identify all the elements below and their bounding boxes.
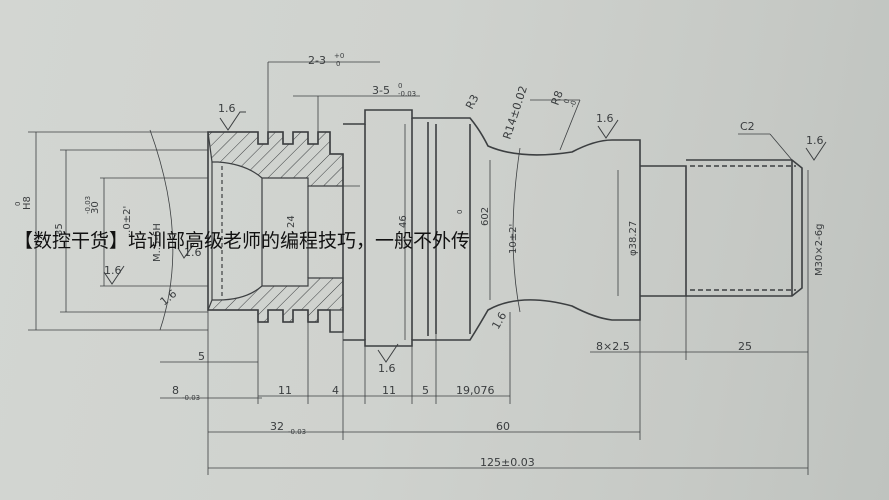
dim-angle-10: 10±2' [508, 224, 519, 254]
dim-chamfer: C2 [740, 120, 755, 133]
dim-r8-tol-up: 0 [562, 98, 571, 105]
part-outline [207, 109, 803, 347]
rough-4: 1.6 [806, 134, 824, 147]
dim-len-5: 5 [198, 350, 205, 363]
dim-len-19076: 19,076 [456, 384, 495, 397]
dim-thread-in: M..5-6H [152, 223, 163, 262]
dim-dia-602: 602 [480, 207, 491, 226]
dim-len-8x25: 8×2.5 [596, 340, 630, 353]
dim-dia-3827: φ38.27 [628, 221, 639, 256]
rough-2: 1.6 [378, 362, 396, 375]
rough-5: 1.6 [104, 264, 122, 277]
dim-d35: 35 [54, 223, 65, 236]
dim-d46: 46 [398, 215, 409, 228]
dim-r8: R8 [549, 89, 566, 107]
rough-1: 1.6 [218, 102, 236, 115]
hatched-section-bottom [207, 277, 344, 323]
dim-len-8: 8 [172, 384, 179, 397]
dim-d46-tol: 0 [456, 210, 464, 214]
dim-len-25: 25 [738, 340, 752, 353]
dim-d24: 24 [286, 215, 297, 228]
rough-3: 1.6 [596, 112, 614, 125]
dimension-lines [28, 61, 809, 475]
dim-thread-out: M30×2-6g [814, 224, 825, 276]
dim-r3: R3 [463, 92, 481, 111]
rough-6: 1.6 [158, 287, 180, 308]
dim-mid-groove-tol-dn: -0.03 [398, 90, 416, 98]
dim-d48: H8 [22, 196, 33, 210]
dim-len-4: 4 [332, 384, 339, 397]
dim-top-groove-tol-up: +0 [334, 52, 344, 60]
rough-8: 1.6 [184, 246, 202, 259]
dim-len-5b: 5 [422, 384, 429, 397]
rough-7: 1.6 [489, 310, 509, 332]
dim-r8-tol-dn: -0 [568, 99, 578, 108]
bore-lines [211, 162, 309, 300]
dim-len-32: 32 [270, 420, 284, 433]
dim-mid-groove: 3-5 [372, 84, 390, 97]
dim-mid-groove-tol-up: 0 [398, 82, 402, 90]
dim-d30-tol: -0.03 [84, 196, 92, 214]
dim-angle-10b: ..0±2' [122, 206, 133, 236]
dim-len-8-tol: -0.03 [182, 394, 200, 402]
dim-d30: 30 [90, 201, 101, 214]
dim-len-11a: 11 [278, 384, 292, 397]
dim-len-32-tol: -0.03 [288, 428, 306, 436]
dim-top-groove-tol-dn: 0 [336, 60, 340, 68]
dim-top-groove: 2-3 [308, 54, 326, 67]
dim-len-60: 60 [496, 420, 510, 433]
dim-d48-tol: 0 [14, 202, 22, 206]
overlay-caption: 【数控干货】培训部高级老师的编程技巧，一般不外传 [14, 230, 471, 252]
dim-r14: R14±0.02 [500, 84, 529, 141]
dim-len-11b: 11 [382, 384, 396, 397]
dim-len-125: 125±0.03 [480, 456, 535, 469]
hatched-section-top [207, 131, 344, 187]
roughness-symbols [103, 111, 827, 363]
